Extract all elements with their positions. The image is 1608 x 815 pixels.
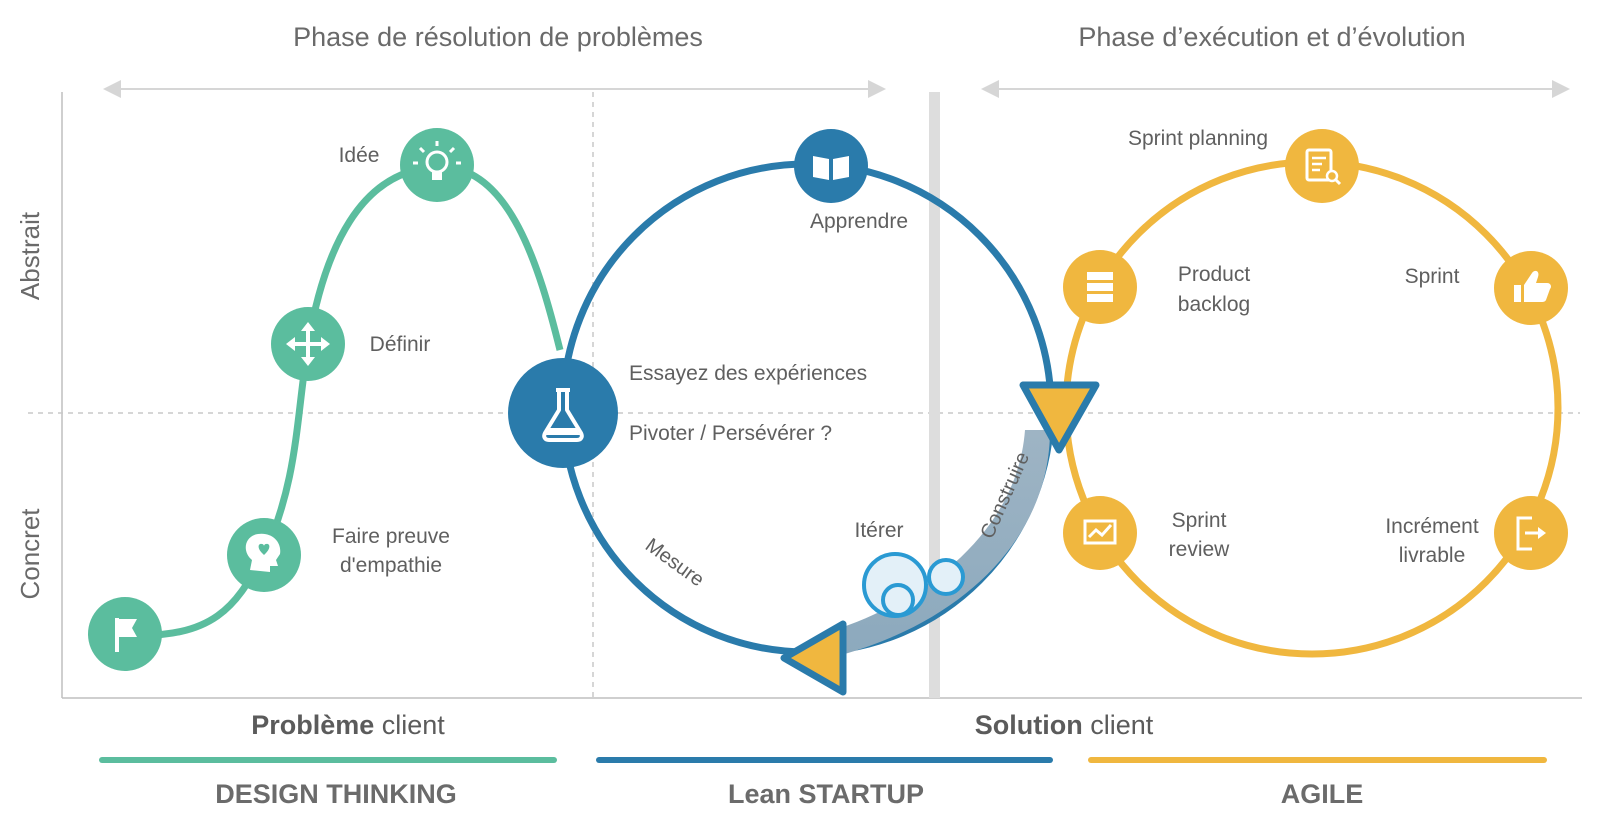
label-review-line1: Sprint xyxy=(1172,509,1227,532)
method-lean-startup: Lean STARTUP xyxy=(728,779,924,809)
label-solution-client: Solution client xyxy=(975,710,1154,740)
label-sprint-planning: Sprint planning xyxy=(1128,127,1268,150)
label-experiments: Essayez des expériences xyxy=(629,362,867,385)
measure-triangle-marker xyxy=(780,620,847,696)
label-sprint: Sprint xyxy=(1405,265,1460,288)
label-pivot: Pivoter / Persévérer ? xyxy=(629,422,832,445)
label-increment-line1: Incrément xyxy=(1385,515,1479,538)
list-icon xyxy=(1063,250,1137,324)
phase-problem-arrow xyxy=(103,80,886,98)
axis-label-concrete: Concret xyxy=(15,508,45,600)
method-agile: AGILE xyxy=(1281,779,1364,809)
phase-problem-title: Phase de résolution de problèmes xyxy=(293,22,703,52)
label-learn: Apprendre xyxy=(810,210,908,233)
lightbulb-icon xyxy=(400,128,474,202)
phase-execution-title: Phase d’exécution et d’évolution xyxy=(1078,22,1465,52)
phase-divider-bar xyxy=(929,92,940,698)
method-design-thinking: DESIGN THINKING xyxy=(215,779,457,809)
label-iterate: Itérer xyxy=(854,519,903,542)
thumbs-up-icon xyxy=(1494,251,1568,325)
label-review-line2: review xyxy=(1169,538,1231,561)
flag-icon xyxy=(88,597,162,671)
label-problem-client: Problème client xyxy=(251,710,445,740)
export-icon xyxy=(1494,496,1568,570)
label-define: Définir xyxy=(370,333,431,356)
label-measure: Mesure xyxy=(641,534,708,591)
document-search-icon xyxy=(1285,129,1359,203)
label-empathize-line2: d'empathie xyxy=(340,554,442,577)
label-backlog-line1: Product xyxy=(1178,263,1251,286)
iterate-bubbles-icon xyxy=(862,552,965,618)
book-icon xyxy=(794,129,868,203)
agile-cycle-circle xyxy=(1062,158,1562,658)
label-ideate: Idée xyxy=(339,144,380,167)
build-triangle-marker xyxy=(1019,381,1100,454)
axis-label-abstract: Abstrait xyxy=(15,211,45,300)
label-empathize-line1: Faire preuve xyxy=(332,525,450,548)
phase-execution-arrow xyxy=(981,80,1570,98)
label-backlog-line2: backlog xyxy=(1178,293,1250,316)
chart-icon xyxy=(1063,496,1137,570)
move-arrows-icon xyxy=(271,307,345,381)
label-increment-line2: livrable xyxy=(1399,544,1466,567)
heart-head-icon xyxy=(227,518,301,592)
flask-icon xyxy=(508,358,618,468)
